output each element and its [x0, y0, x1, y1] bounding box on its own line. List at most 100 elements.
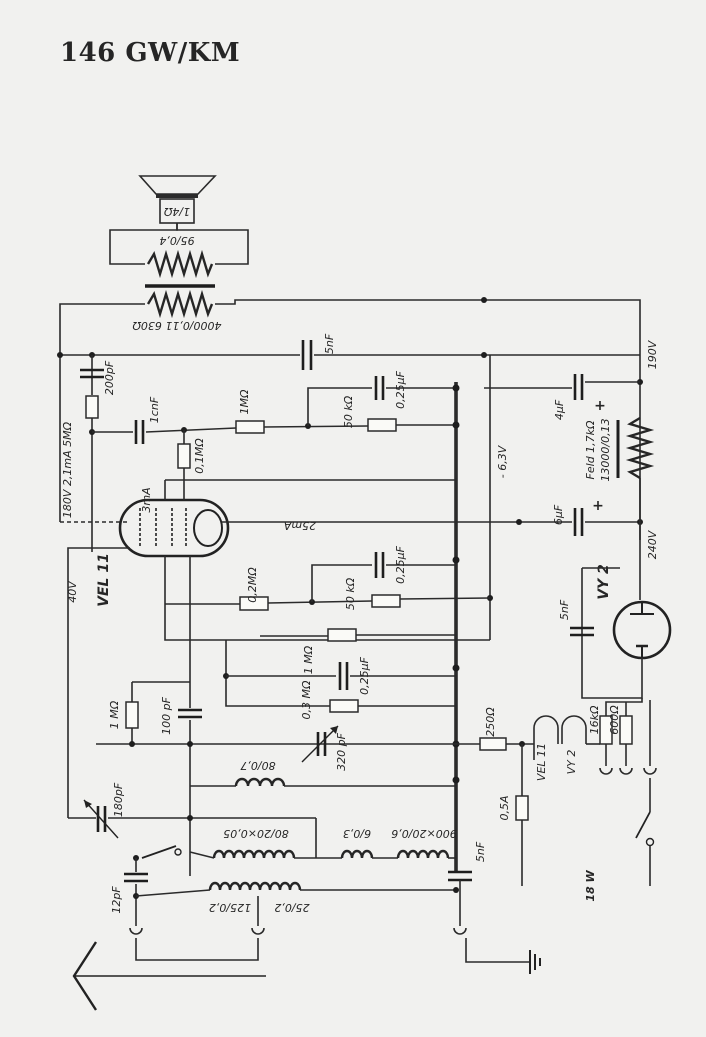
resistor-label: 50 kΩ: [344, 577, 357, 610]
capacitor-025uf-top: [374, 376, 385, 400]
transformer-secondary-coil: [146, 249, 214, 279]
filament-line: [67, 547, 130, 818]
resistor-1m-top: [235, 420, 265, 434]
b-plus-rail: [215, 299, 641, 540]
power-rating-label: 18 W: [584, 870, 597, 902]
junction-dot: [129, 741, 135, 747]
mains-tap-icon: [619, 767, 633, 775]
capacitor-5nf-top: [300, 338, 314, 372]
tube-label: VEL 11: [96, 553, 112, 607]
resistor-label: 180V 2,1mA 5MΩ: [61, 421, 74, 518]
tube-label: VY 2: [596, 564, 612, 600]
mains-switch-icon[interactable]: [635, 811, 651, 839]
polarity-label: +: [592, 498, 604, 514]
wire: [135, 889, 211, 897]
voltage-label: 240V: [646, 529, 659, 559]
capacitor-1nf: [134, 420, 145, 444]
junction-dot: [516, 519, 522, 525]
junction-dot: [187, 815, 193, 821]
capacitor-4uf: [573, 374, 584, 400]
capacitor-025uf-low: [338, 662, 349, 690]
resistor-label: 50 kΩ: [342, 395, 355, 428]
junction-dot: [453, 887, 459, 893]
resistor-label: 0,2MΩ: [246, 567, 259, 603]
resistor-label: 0,3 MΩ: [300, 680, 313, 719]
resistor-label: 1 MΩ: [108, 700, 121, 729]
junction-dot: [452, 421, 460, 429]
capacitor-label: 0,25µF: [358, 656, 371, 694]
capacitor-100pf: [178, 708, 202, 719]
resistor-label: 250Ω: [484, 707, 497, 737]
antenna-socket-icon: [251, 927, 265, 935]
wire: [399, 597, 491, 600]
wire: [263, 425, 369, 428]
earth-socket-icon: [453, 927, 467, 935]
capacitor-label: 6µF: [552, 504, 565, 525]
capacitor-label: 5nF: [474, 841, 487, 862]
resistor-label: 0,1MΩ: [193, 438, 206, 474]
capacitor-label: 12pF: [110, 886, 123, 914]
junction-dot: [452, 556, 460, 564]
fuse: [515, 795, 529, 821]
capacitor-025uf-mid: [374, 552, 385, 578]
voltage-label: - 6,3V: [496, 444, 509, 478]
capacitor-label: 5nF: [323, 333, 336, 354]
resistor-label: 1 MΩ: [302, 645, 315, 674]
wire: [311, 564, 372, 602]
switch-contact-icon: [645, 837, 655, 847]
field-coil: [625, 416, 655, 480]
resistor-600: [619, 715, 633, 745]
resistor-label: 1MΩ: [238, 389, 251, 414]
junction-dot: [452, 384, 460, 392]
filament-label: VEL 11: [535, 743, 548, 781]
capacitor-12pf: [124, 872, 148, 883]
resistor-03m: [329, 699, 359, 713]
junction-dot: [481, 297, 487, 303]
field-coil-label: Feld 1,7kΩ: [584, 420, 597, 479]
voltage-label: 190V: [646, 339, 659, 369]
field-coil-winding-label: 13000/0,13: [599, 418, 612, 481]
wire: [605, 698, 643, 716]
wire: [267, 600, 373, 604]
capacitor-label: 4µF: [553, 399, 566, 420]
resistor-5m: [85, 395, 99, 419]
junction-dot: [452, 664, 460, 672]
wire: [581, 568, 643, 699]
capacitor-label: 180pF: [112, 782, 125, 817]
resistor-02m: [239, 596, 269, 611]
coil-80-07: [234, 777, 286, 787]
resistor-1m-mid: [327, 628, 357, 642]
coil-900: [396, 849, 450, 859]
coil-80-20: [212, 849, 296, 859]
ground-icon: [529, 950, 541, 974]
wire: [109, 223, 178, 265]
variable-capacitor-320pf[interactable]: [301, 725, 339, 763]
capacitor-label: 1cnF: [148, 396, 161, 423]
junction-dot: [57, 352, 63, 358]
current-label: 25mA: [284, 519, 316, 532]
current-label: 3mA: [140, 487, 153, 512]
wire: [135, 938, 259, 961]
junction-dot: [187, 741, 193, 747]
wire: [189, 851, 215, 859]
coil-label: 80/0,7: [240, 759, 275, 772]
coil-6-03: [340, 849, 374, 859]
capacitor-label: 0,25µF: [394, 370, 407, 408]
resistor-label: 16kΩ: [588, 705, 601, 734]
coil-label: 6/0,3: [343, 827, 371, 840]
variable-capacitor-180pf[interactable]: [83, 799, 119, 839]
resistor-01m: [177, 443, 191, 469]
coil-label: 125/0,2: [209, 901, 251, 914]
fuse-label: 0,5A: [498, 795, 511, 820]
primary-winding-label: 4000/0,11 630Ω: [132, 319, 222, 332]
junction-dot: [452, 776, 460, 784]
mains-tap-icon: [643, 767, 657, 775]
band-switch-icon[interactable]: [141, 845, 177, 859]
speaker-impedance-label: 1/4Ω: [163, 205, 190, 218]
mains-tap-icon: [599, 767, 613, 775]
capacitor-5nf-vy: [570, 626, 594, 637]
coil-label: 900×20/0,6: [391, 827, 456, 840]
filament-label: VY 2: [565, 750, 578, 775]
